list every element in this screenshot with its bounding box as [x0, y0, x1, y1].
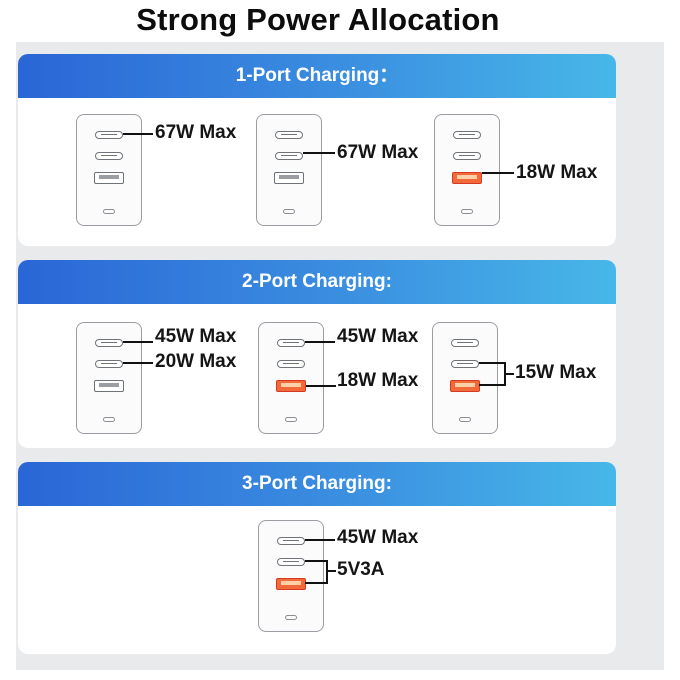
section-heading: 1-Port Charging： — [18, 54, 616, 98]
charger-icon — [258, 322, 324, 434]
indicator-light-icon — [103, 209, 115, 214]
connector-line — [306, 385, 336, 387]
indicator-light-icon — [285, 417, 297, 422]
usb-c-port-icon — [95, 152, 123, 160]
usb-c-port-icon — [275, 152, 303, 160]
charger-icon — [76, 114, 142, 226]
page-title: Strong Power Allocation — [136, 2, 500, 37]
power-label: 67W Max — [155, 122, 237, 143]
indicator-light-icon — [285, 615, 297, 620]
power-label: 20W Max — [155, 351, 237, 372]
usb-c-port-icon — [277, 360, 305, 368]
usb-c-port-icon — [277, 339, 305, 347]
connector-line — [123, 362, 153, 364]
usb-a-port-icon — [274, 172, 304, 184]
section-2-port: 2-Port Charging: 45W Max 20W Max 45W Max… — [18, 260, 616, 448]
connector-line — [123, 341, 153, 343]
usb-a-port-icon — [450, 380, 480, 392]
charger-icon — [76, 322, 142, 434]
usb-c-port-icon — [453, 131, 481, 139]
charger-icon — [258, 520, 324, 632]
section-heading: 2-Port Charging: — [18, 260, 616, 304]
bracket-line — [305, 582, 327, 584]
connector-line — [123, 133, 153, 135]
charger-icon — [434, 114, 500, 226]
section-heading: 3-Port Charging: — [18, 462, 616, 506]
usb-c-port-icon — [277, 558, 305, 566]
power-label: 5V3A — [337, 559, 385, 580]
usb-a-port-icon — [452, 172, 482, 184]
power-label: 15W Max — [515, 362, 597, 383]
indicator-light-icon — [283, 209, 295, 214]
usb-c-port-icon — [453, 152, 481, 160]
power-label: 45W Max — [337, 527, 419, 548]
usb-a-port-icon — [276, 380, 306, 392]
indicator-light-icon — [461, 209, 473, 214]
usb-c-port-icon — [95, 131, 123, 139]
usb-a-port-icon — [94, 172, 124, 184]
charger-icon — [256, 114, 322, 226]
power-label: 45W Max — [155, 326, 237, 347]
usb-c-port-icon — [451, 339, 479, 347]
usb-c-port-icon — [275, 131, 303, 139]
bracket-line — [326, 560, 328, 584]
bracket-line — [305, 560, 327, 562]
bracket-line — [326, 570, 336, 572]
connector-line — [305, 341, 335, 343]
connector-line — [305, 539, 335, 541]
indicator-light-icon — [103, 417, 115, 422]
section-3-port: 3-Port Charging: 45W Max 5V3A — [18, 462, 616, 654]
usb-c-port-icon — [451, 360, 479, 368]
charger-icon — [432, 322, 498, 434]
bracket-line — [479, 384, 505, 386]
section-1-port: 1-Port Charging： 67W Max 67W Max 18W Max — [18, 54, 616, 246]
usb-c-port-icon — [95, 339, 123, 347]
indicator-light-icon — [459, 417, 471, 422]
bracket-line — [504, 373, 514, 375]
usb-c-port-icon — [277, 537, 305, 545]
connector-line — [482, 172, 514, 174]
usb-a-port-icon — [94, 380, 124, 392]
bracket-line — [479, 362, 505, 364]
usb-c-port-icon — [95, 360, 123, 368]
usb-a-port-icon — [276, 578, 306, 590]
power-label: 45W Max — [337, 326, 419, 347]
power-label: 18W Max — [516, 162, 598, 183]
power-label: 18W Max — [337, 370, 419, 391]
power-label: 67W Max — [337, 142, 419, 163]
connector-line — [303, 152, 335, 154]
